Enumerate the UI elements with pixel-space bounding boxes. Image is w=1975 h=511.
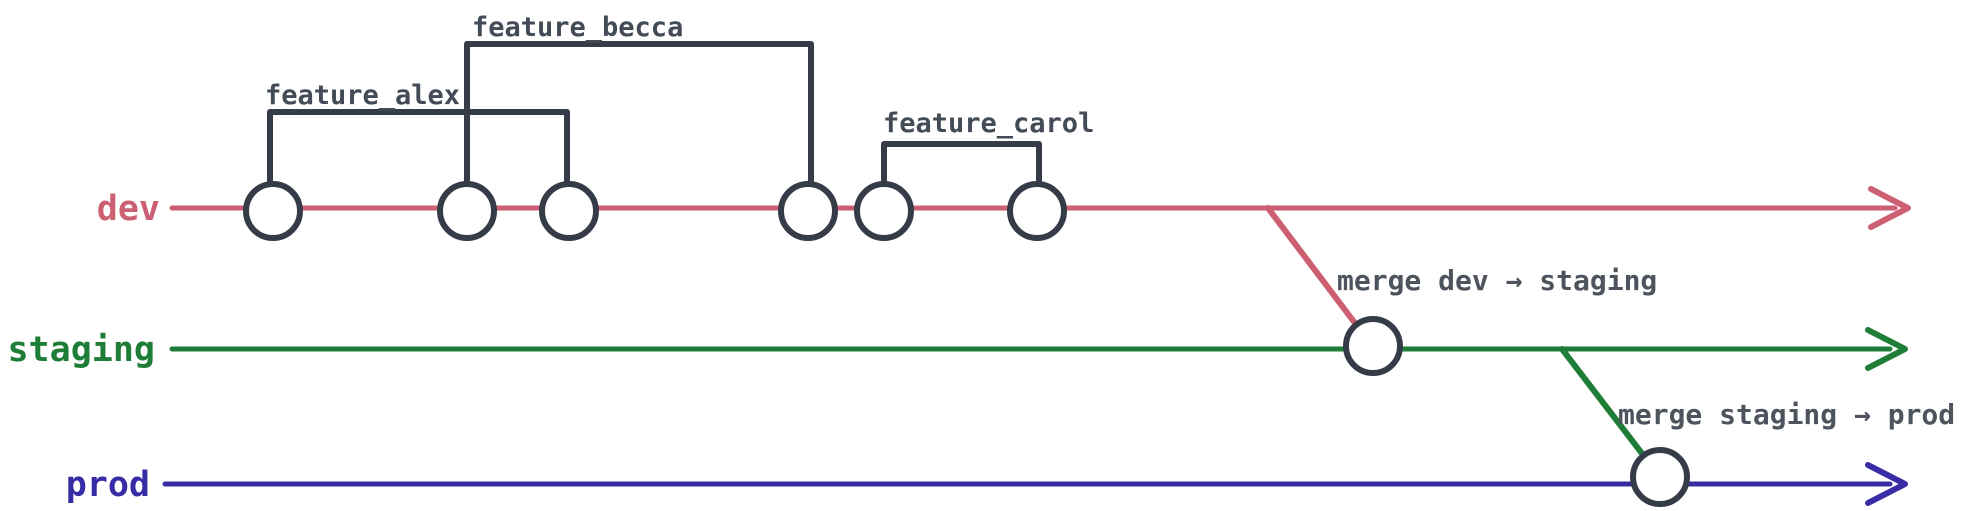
merge-staging-to-prod-label: merge staging → prod: [1618, 398, 1955, 431]
commit-node-dev-2: [437, 181, 497, 241]
feature-carol-label: feature_carol: [883, 108, 1094, 139]
staging-branch-label: staging: [7, 330, 155, 370]
prod-arrowhead-icon: [1865, 462, 1908, 506]
commit-node-dev-5: [854, 181, 914, 241]
feature-becca-label: feature_becca: [472, 12, 683, 43]
commit-node-dev-4: [778, 181, 838, 241]
feature-alex-bracket: [267, 109, 570, 188]
prod-branch-label: prod: [66, 465, 150, 505]
commit-node-dev-6: [1007, 181, 1067, 241]
feature-becca-bracket: [464, 41, 814, 188]
dev-branch-label: dev: [97, 189, 160, 229]
commit-node-dev-1: [243, 181, 303, 241]
staging-arrowhead-icon: [1865, 327, 1908, 371]
feature-carol-bracket: [881, 141, 1042, 188]
merge-node-staging: [1343, 316, 1403, 376]
dev-arrowhead-icon: [1868, 186, 1911, 230]
merge-dev-to-staging-label: merge dev → staging: [1337, 264, 1657, 297]
feature-alex-label: feature_alex: [265, 80, 460, 111]
merge-node-prod: [1630, 447, 1690, 507]
commit-node-dev-3: [539, 181, 599, 241]
